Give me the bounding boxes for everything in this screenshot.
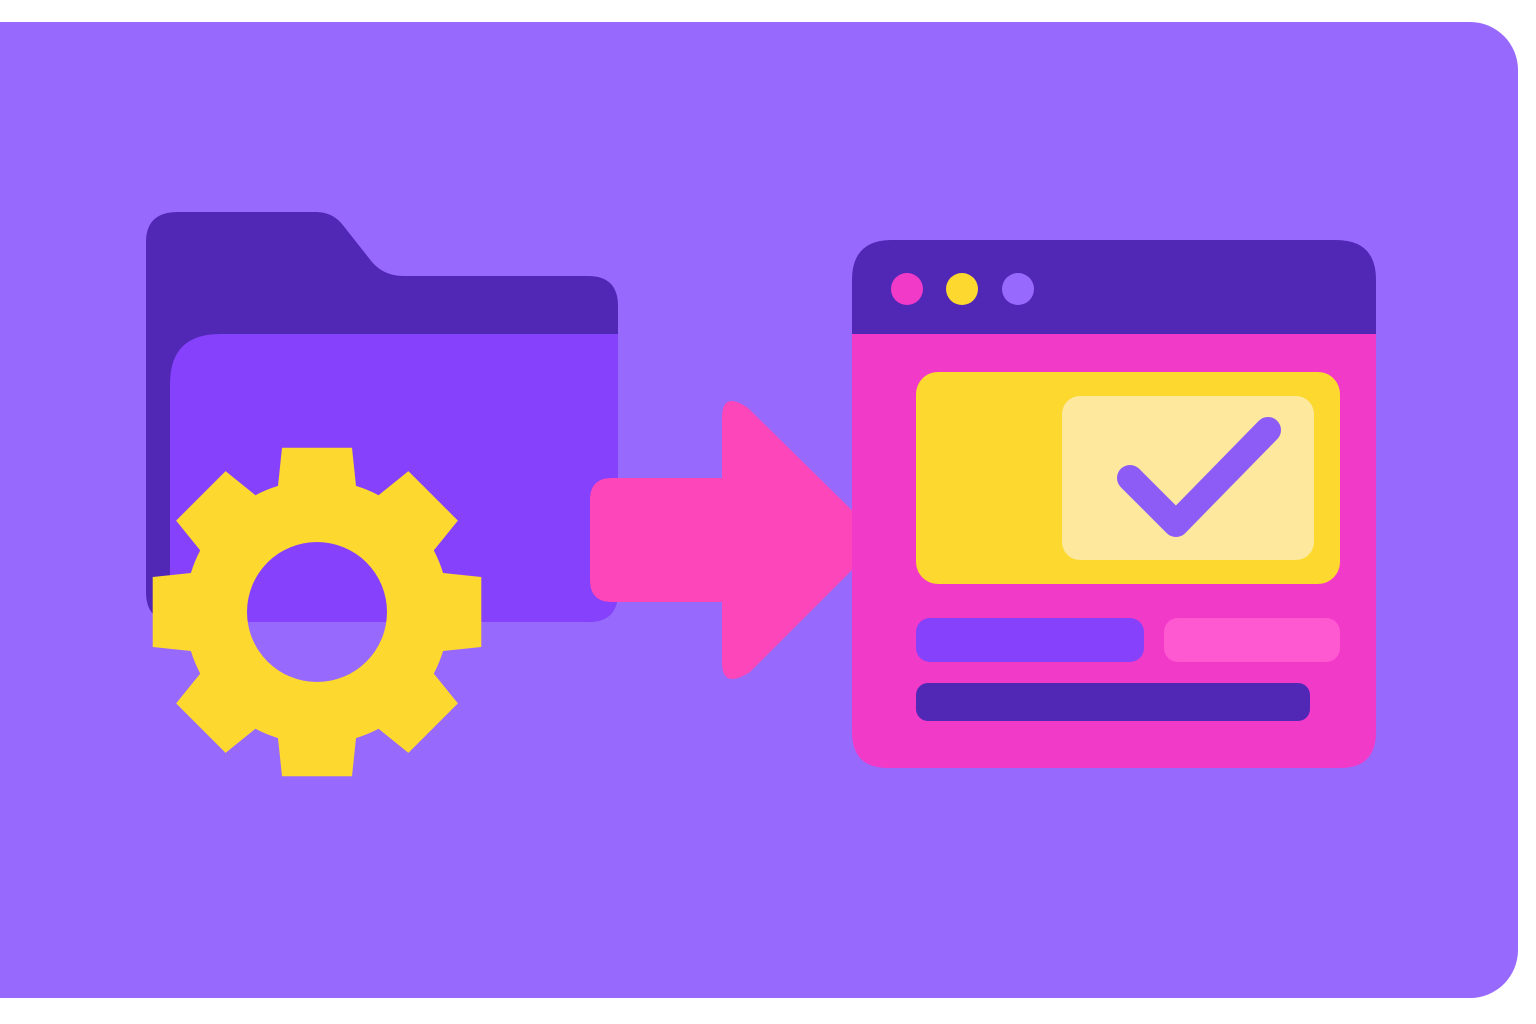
- checkmark-icon: [1117, 417, 1281, 537]
- titlebar-dot-yellow: [946, 273, 978, 305]
- gear-icon: [152, 447, 482, 777]
- window-titlebar: [852, 240, 1376, 336]
- titlebar-dot-pink: [891, 273, 923, 305]
- content-bar-purple: [916, 618, 1144, 662]
- titlebar-dot-purple: [1002, 273, 1034, 305]
- content-bar-pink: [1164, 618, 1340, 662]
- content-bar-dark: [916, 683, 1310, 721]
- arrow-right-icon: [590, 400, 876, 680]
- browser-window-icon: [852, 240, 1376, 768]
